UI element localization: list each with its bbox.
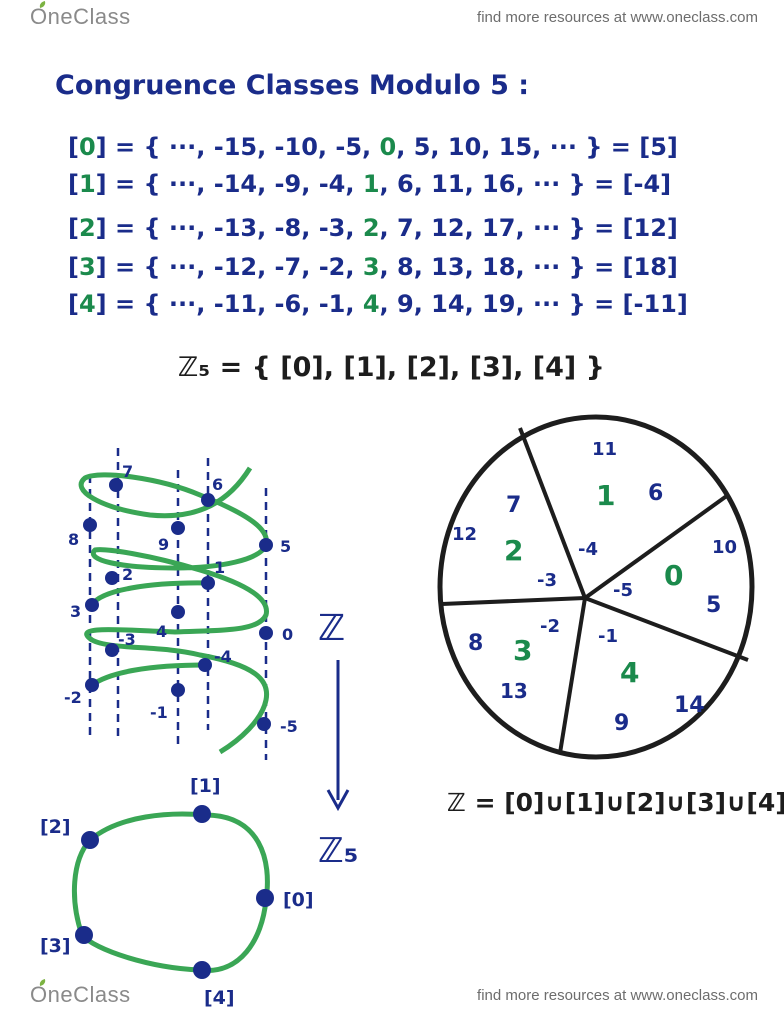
z5-set: ℤ₅ = { [0], [1], [2], [3], [4] } [178, 352, 605, 383]
page-title: Congruence Classes Modulo 5 : [55, 70, 530, 101]
z5-points [75, 805, 274, 979]
helix-points [83, 478, 273, 731]
resources-link-footer[interactable]: find more resources at www.oneclass.com [477, 987, 758, 1004]
label-6: 6 [212, 475, 223, 494]
oneclass-logo-footer[interactable]: OneClass [30, 978, 131, 1008]
z-label: ℤ [318, 608, 345, 649]
pie-7: 7 [506, 493, 521, 518]
class-row-3: [3] = { ···, -12, -7, -2, 3, 8, 13, 18, … [68, 253, 678, 281]
pie-class-3: 3 [513, 634, 532, 667]
label-8: 8 [68, 530, 79, 549]
pie-class-0: 0 [664, 559, 683, 592]
class-row-0: [0] = { ···, -15, -10, -5, 0, 5, 10, 15,… [68, 133, 678, 161]
label-neg2: -2 [64, 688, 82, 707]
label-5: 5 [280, 537, 291, 556]
point-label-4: [4] [204, 987, 235, 1009]
pie-11: 11 [592, 439, 617, 460]
helix-curve [78, 466, 270, 755]
z5-circle [72, 811, 270, 973]
logo-text: OneClass [30, 982, 131, 1007]
label-neg4: -4 [214, 647, 232, 666]
pie-8: 8 [468, 631, 483, 656]
label-3: 3 [70, 602, 81, 621]
pie-9: 9 [614, 711, 629, 736]
union-equation: ℤ = [0]∪[1]∪[2]∪[3]∪[4] [447, 788, 784, 817]
label-neg3: -3 [118, 630, 136, 649]
pie-class-2: 2 [504, 534, 523, 567]
class-row-4: [4] = { ···, -11, -6, -1, 4, 9, 14, 19, … [68, 290, 688, 318]
z5-point-labels: [1] [2] [0] [3] [4] [40, 775, 314, 1009]
label-4: 4 [156, 622, 167, 641]
footer: OneClass find more resources at www.onec… [0, 978, 784, 1012]
pie-class-4: 4 [620, 656, 639, 689]
header: OneClass find more resources at www.onec… [0, 0, 784, 34]
label-7: 7 [122, 462, 133, 481]
label-2: 2 [122, 565, 133, 584]
label-0: 0 [282, 625, 293, 644]
class-row-2: [2] = { ···, -13, -8, -3, 2, 7, 12, 17, … [68, 214, 678, 242]
pie-neg4: -4 [578, 539, 598, 560]
pie-neg5: -5 [613, 580, 633, 601]
logo-text: OneClass [30, 4, 131, 29]
point-label-1: [1] [190, 775, 221, 797]
pie-12: 12 [452, 524, 477, 545]
label-neg5: -5 [280, 717, 298, 736]
point-label-0: [0] [283, 889, 314, 911]
point-label-3: [3] [40, 935, 71, 957]
helix-back-1 [89, 580, 209, 607]
pie-13: 13 [500, 679, 528, 703]
pie-neg1: -1 [598, 626, 618, 647]
pie-neg2: -2 [540, 616, 560, 637]
z5-label: ℤ₅ [318, 831, 359, 871]
class-row-1: [1] = { ···, -14, -9, -4, 1, 6, 11, 16, … [68, 170, 672, 198]
label-9: 9 [158, 535, 169, 554]
helix-guides [88, 448, 268, 760]
oneclass-logo[interactable]: OneClass [30, 0, 131, 30]
helix-labels: 7 6 8 9 5 2 1 3 4 0 -3 -4 -2 -1 -5 [64, 462, 298, 736]
pie-14: 14 [674, 693, 705, 718]
label-neg1: -1 [150, 703, 168, 722]
pie-10: 10 [712, 537, 737, 558]
label-1: 1 [214, 558, 225, 577]
partition-pie: 11 6 -4 7 12 -3 10 -5 5 8 -2 13 -1 14 9 … [437, 414, 755, 760]
resources-link[interactable]: find more resources at www.oneclass.com [477, 9, 758, 26]
arrow-head-icon [326, 789, 350, 812]
point-label-2: [2] [40, 816, 71, 838]
pie-5: 5 [706, 593, 721, 618]
pie-6: 6 [648, 481, 663, 506]
pie-neg3: -3 [537, 570, 557, 591]
pie-class-1: 1 [596, 479, 615, 512]
helix-back-2 [90, 662, 206, 688]
